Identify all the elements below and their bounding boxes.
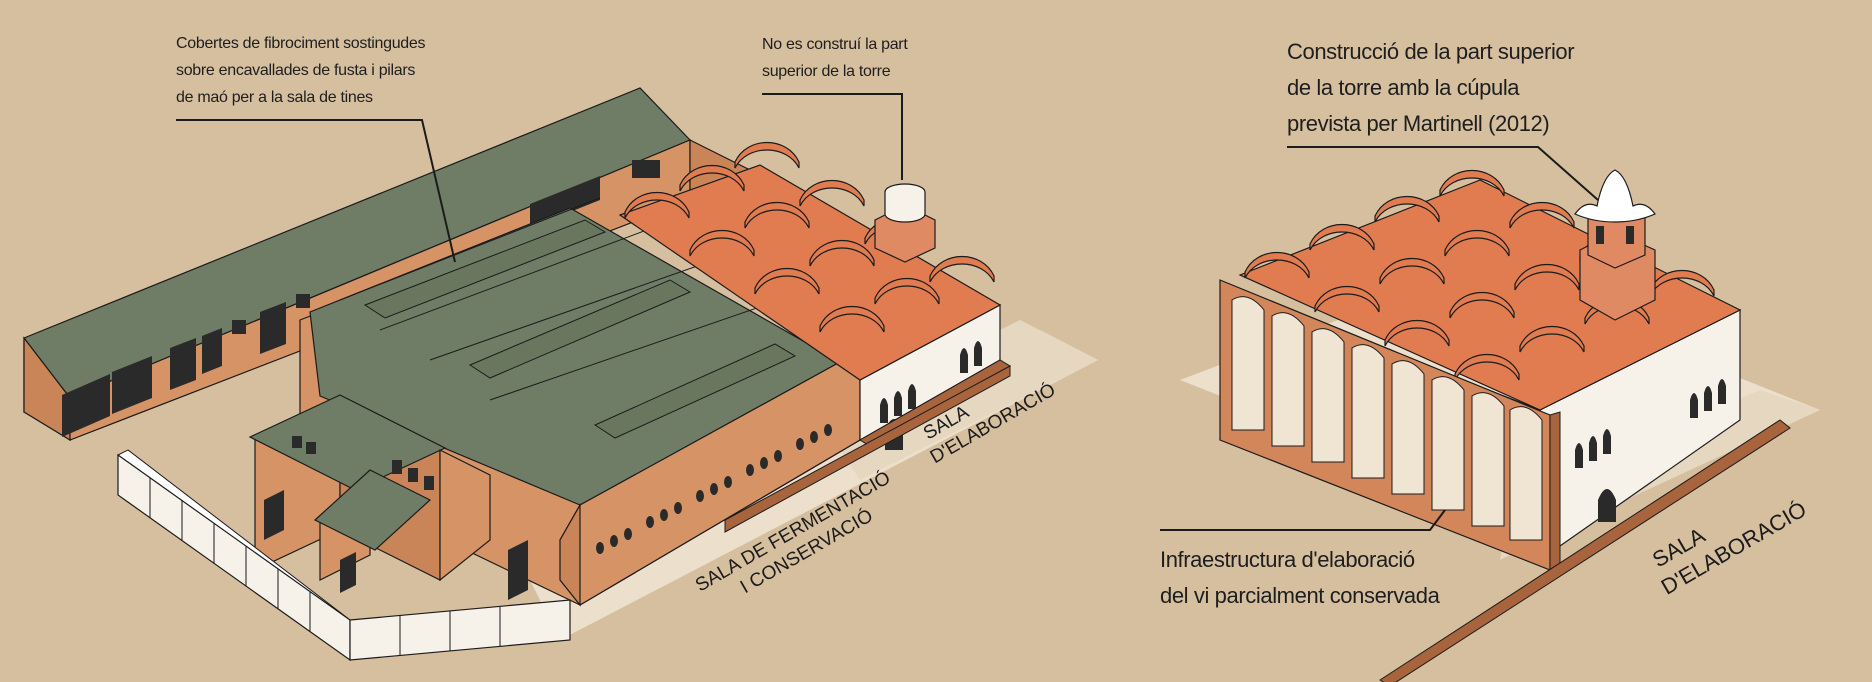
annotation-roof-line2: sobre encavallades de fusta i pilars xyxy=(176,62,416,79)
floor-label-elaboration-right: SALA D'ELABORACIÓ xyxy=(1648,496,1811,599)
annotation-roof: Cobertes de fibrociment sostingudes sobr… xyxy=(176,30,426,111)
brick-parapet-left xyxy=(724,365,1011,533)
annotation-infrastructure: Infraestructura d'elaboració del vi parc… xyxy=(1160,542,1440,614)
annotation-tower-left: No es construí la part superior de la to… xyxy=(762,31,908,85)
annotation-tower-right-line3: prevista per Martinell (2012) xyxy=(1287,111,1550,136)
brick-parapet-right xyxy=(1379,419,1791,682)
tower-right xyxy=(1574,169,1656,321)
fermentation-hall xyxy=(248,197,861,607)
white-fence xyxy=(117,449,571,662)
annotation-infra-line2: del vi parcialment conservada xyxy=(1160,583,1440,608)
annotation-tower-left-line2: superior de la torre xyxy=(762,63,891,80)
annotation-roof-line1: Cobertes de fibrociment sostingudes xyxy=(176,35,426,52)
leader-lines xyxy=(176,93,1599,531)
right-complex xyxy=(1180,169,1820,682)
annotation-tower-right: Construcció de la part superior de la to… xyxy=(1287,34,1575,142)
annotation-tower-right-line1: Construcció de la part superior xyxy=(1287,39,1575,64)
annotation-tower-left-line1: No es construí la part xyxy=(762,36,908,53)
annotation-roof-line3: de maó per a la sala de tines xyxy=(176,89,373,106)
elaboration-hall-left xyxy=(618,141,1011,450)
left-complex xyxy=(23,87,1098,662)
annotation-infra-line1: Infraestructura d'elaboració xyxy=(1160,547,1415,572)
elaboration-hall-right xyxy=(1219,169,1742,571)
annotation-tower-right-line2: de la torre amb la cúpula xyxy=(1287,75,1520,100)
